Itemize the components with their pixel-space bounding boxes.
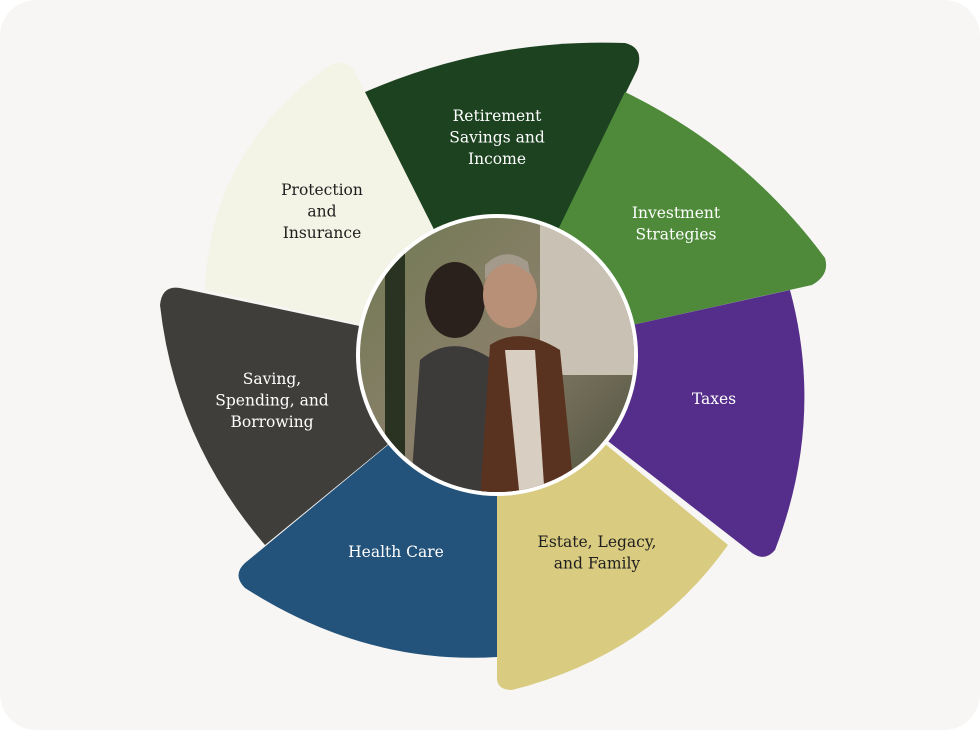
segment-label-line: and [307,203,336,221]
segment-label-line: Protection [281,181,363,199]
segment-label-health: Health Care [348,543,444,561]
segment-label-taxes: Taxes [692,390,736,408]
segment-label-estate: Estate, Legacy, and Family [538,533,657,573]
segment-label-line: Income [468,150,526,168]
segment-label-line: Taxes [692,390,736,408]
segment-label-line: Savings and [449,129,545,147]
segment-label-line: Borrowing [230,413,313,431]
segment-label-line: Saving, [243,370,301,388]
segment-label-line: Retirement [453,107,542,125]
segment-label-line: Spending, and [215,392,329,410]
segment-label-line: Investment [632,204,721,222]
segment-retirement[interactable] [365,42,640,356]
segment-label-line: and Family [554,555,641,573]
segment-label-line: Health Care [348,543,444,561]
segment-label-line: Strategies [636,226,717,244]
segment-label-line: Estate, Legacy, [538,533,657,551]
segment-label-line: Insurance [283,224,362,242]
center-photo [356,214,638,496]
